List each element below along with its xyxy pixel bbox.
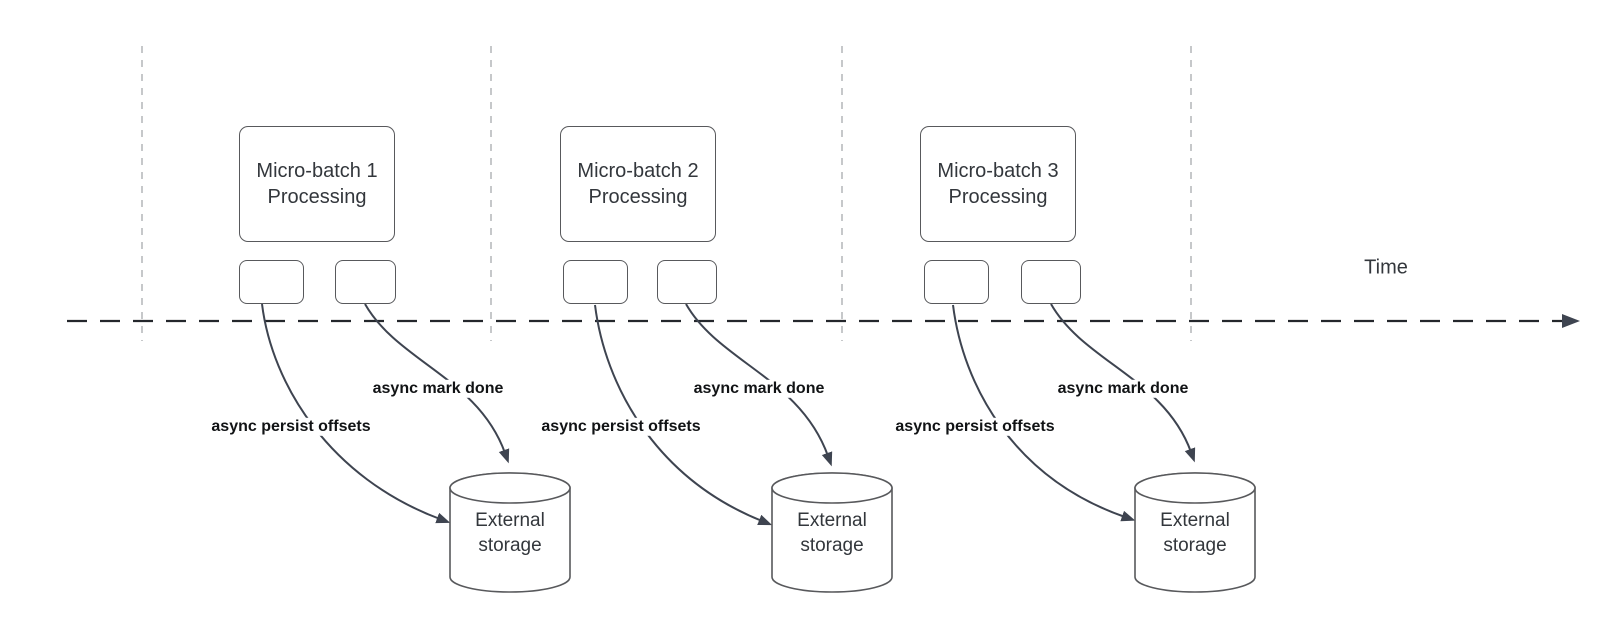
external-storage-cylinder-2 xyxy=(771,472,893,593)
mark-done-label-1: async mark done xyxy=(370,379,506,399)
persist-offsets-label-2: async persist offsets xyxy=(539,417,703,437)
external-storage-label-3: External storage xyxy=(1160,510,1230,556)
mark-done-arrow-1 xyxy=(364,303,510,464)
mark-done-task-box-3 xyxy=(1021,260,1081,304)
time-label: Time xyxy=(1364,256,1408,279)
micro-batch-2-label: Micro-batch 2 Processing xyxy=(577,160,699,208)
mark-done-task-box-1 xyxy=(335,260,396,304)
micro-batch-2-box: Micro-batch 2 Processing xyxy=(560,126,716,242)
external-storage-cylinder-1 xyxy=(449,472,571,593)
micro-batch-3-box: Micro-batch 3 Processing xyxy=(920,126,1076,242)
persist-offsets-arrow-1 xyxy=(261,303,451,524)
mark-done-label-3: async mark done xyxy=(1055,379,1191,399)
persist-offsets-label-1: async persist offsets xyxy=(209,417,373,437)
persist-offsets-task-box-1 xyxy=(239,260,304,304)
mark-done-label-2: async mark done xyxy=(691,379,827,399)
external-storage-label-1: External storage xyxy=(475,510,545,556)
persist-offsets-arrow-2 xyxy=(594,304,773,526)
external-storage-label-2: External storage xyxy=(797,510,867,556)
persist-offsets-task-box-2 xyxy=(563,260,628,304)
mark-done-task-box-2 xyxy=(657,260,717,304)
persist-offsets-label-3: async persist offsets xyxy=(893,417,1057,437)
micro-batch-1-label: Micro-batch 1 Processing xyxy=(256,160,378,208)
external-storage-cylinder-3 xyxy=(1134,472,1256,593)
persist-offsets-task-box-3 xyxy=(924,260,989,304)
mark-done-arrow-3 xyxy=(1050,303,1196,463)
persist-offsets-arrow-3 xyxy=(952,304,1136,522)
micro-batch-3-label: Micro-batch 3 Processing xyxy=(937,160,1059,208)
timeline-arrowhead-icon xyxy=(1562,314,1580,328)
micro-batch-1-box: Micro-batch 1 Processing xyxy=(239,126,395,242)
mark-done-arrow-2 xyxy=(685,303,833,467)
